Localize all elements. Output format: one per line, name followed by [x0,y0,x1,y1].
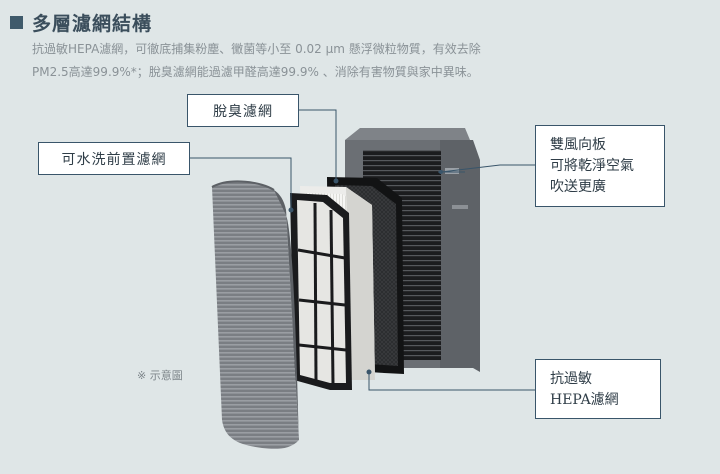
illustration-note: ※ 示意圖 [137,369,183,382]
washable-prefilter [211,180,299,450]
title-square-icon [10,16,23,29]
grid-filter-frame [288,193,352,390]
label-hepa-filter: 抗過敏 HEPA濾網 [535,359,661,419]
section-title: 多層濾網結構 [32,13,153,35]
label-line: 可將乾淨空氣 [550,158,634,174]
label-dual-wind-louver: 雙風向板 可將乾淨空氣 吹送更廣 [535,125,665,207]
section-description: 抗過敏HEPA濾網，可徹底捕集粉塵、黴菌等小至 0.02 μm 懸浮微粒物質，有… [32,38,632,84]
label-line: HEPA濾網 [550,392,619,408]
callout-lines [190,109,535,391]
label-line: 吹送更廣 [550,179,606,195]
label-washable-prefilter: 可水洗前置濾網 [38,142,190,175]
label-deodorizing-filter: 脫臭濾網 [187,94,299,127]
label-line: 雙風向板 [550,137,606,153]
description-line: PM2.5高達99.9%*；脫臭濾網能過濾甲醛高達99.9% 、消除有害物質與家… [32,65,479,79]
label-line: 抗過敏 [550,371,592,387]
section-header: 多層濾網結構 [10,9,152,36]
description-line: 抗過敏HEPA濾網，可徹底捕集粉塵、黴菌等小至 0.02 μm 懸浮微粒物質，有… [32,42,481,56]
